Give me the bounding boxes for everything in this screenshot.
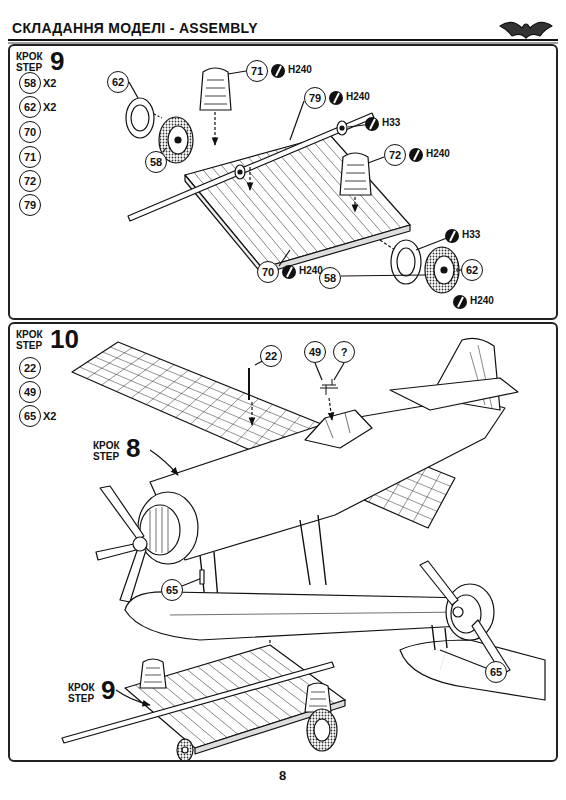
step-word: КРОК STEP bbox=[93, 440, 127, 462]
callout-number: 72 bbox=[24, 175, 36, 187]
paint-code: H240 bbox=[470, 295, 494, 307]
callout-circle: 22 bbox=[19, 357, 41, 379]
quantity: X2 bbox=[43, 101, 56, 113]
paint-code: H240 bbox=[299, 265, 323, 277]
step-number: 9 bbox=[101, 675, 115, 706]
callout-number: 49 bbox=[309, 346, 321, 358]
callout-number: 71 bbox=[251, 65, 263, 77]
callout-circle: 71 bbox=[19, 146, 41, 168]
callout-circle: 62 bbox=[461, 259, 483, 281]
step-number: 8 bbox=[126, 433, 140, 464]
callout-circle: 22 bbox=[260, 345, 282, 367]
callout-number: 70 bbox=[24, 126, 36, 138]
callout-number: 71 bbox=[24, 151, 36, 163]
callout-number: 22 bbox=[24, 362, 36, 374]
callout-circle: 58 bbox=[145, 151, 167, 173]
callout-circle: 71 bbox=[246, 60, 268, 82]
callout-circle: 49 bbox=[19, 381, 41, 403]
callout-circle: 70 bbox=[257, 261, 279, 283]
callout-number: 22 bbox=[265, 350, 277, 362]
callout-number: 65 bbox=[166, 584, 178, 596]
step-word: КРОК STEP bbox=[68, 682, 102, 704]
callout-number: 62 bbox=[466, 264, 478, 276]
callout-number: 72 bbox=[389, 149, 401, 161]
callout-circle: 49 bbox=[304, 341, 326, 363]
callout-circle: 72 bbox=[19, 170, 41, 192]
callout-circle: 79 bbox=[304, 87, 326, 109]
callout-circle: 65 bbox=[485, 661, 507, 683]
callout-circle: ? bbox=[333, 341, 355, 363]
callout-circle: 65 bbox=[161, 579, 183, 601]
paint-code: H240 bbox=[346, 91, 370, 103]
callout-number: 62 bbox=[24, 101, 36, 113]
callout-number: 58 bbox=[24, 77, 36, 89]
step-word: КРОК STEP bbox=[16, 51, 50, 73]
page-number: 8 bbox=[279, 768, 286, 784]
quantity: X2 bbox=[43, 410, 56, 422]
callout-number: ? bbox=[341, 346, 348, 358]
callout-circle: 65X2 bbox=[19, 405, 41, 427]
quantity: X2 bbox=[43, 77, 56, 89]
callout-number: 49 bbox=[24, 386, 36, 398]
step-number: 9 bbox=[50, 46, 64, 76]
step-number: 10 bbox=[50, 324, 79, 354]
page-title: СКЛАДАННЯ МОДЕЛІ - ASSEMBLY bbox=[12, 20, 258, 36]
callout-number: 62 bbox=[112, 76, 124, 88]
step-word: КРОК STEP bbox=[16, 329, 50, 351]
paint-code: H240 bbox=[426, 148, 450, 160]
callout-number: 70 bbox=[262, 266, 274, 278]
callout-circle: 70 bbox=[19, 121, 41, 143]
step-panel: КРОК STEP958X262X27071727962717972587058… bbox=[8, 44, 558, 320]
callout-number: 65 bbox=[490, 666, 502, 678]
callout-circle: 72 bbox=[384, 144, 406, 166]
callout-circle: 58X2 bbox=[19, 72, 41, 94]
paint-code: H33 bbox=[382, 117, 400, 129]
callout-number: 58 bbox=[324, 272, 336, 284]
callout-circle: 62 bbox=[107, 71, 129, 93]
callout-circle: 62X2 bbox=[19, 96, 41, 118]
callout-circle: 79 bbox=[19, 194, 41, 216]
callout-number: 79 bbox=[309, 92, 321, 104]
paint-code: H33 bbox=[462, 229, 480, 241]
callout-number: 79 bbox=[24, 199, 36, 211]
callout-number: 65 bbox=[24, 410, 36, 422]
callout-number: 58 bbox=[150, 156, 162, 168]
paint-code: H240 bbox=[288, 64, 312, 76]
